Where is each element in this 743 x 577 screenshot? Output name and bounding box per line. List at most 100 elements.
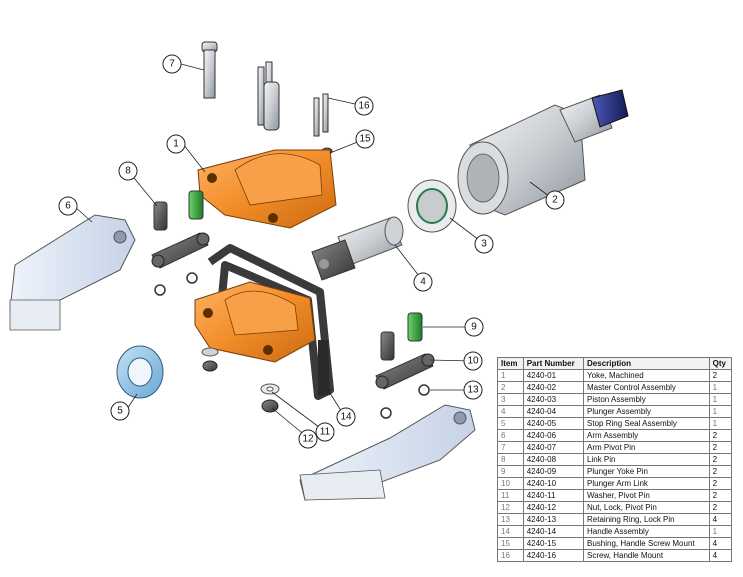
row-item: 8 — [497, 453, 524, 466]
plunger-assembly — [311, 216, 404, 281]
row-item: 16 — [497, 549, 524, 562]
svg-text:14: 14 — [340, 412, 352, 423]
plunger-yoke-pin-upper — [188, 190, 204, 220]
row-description: Handle Assembly — [583, 525, 710, 538]
washer-nut-left — [201, 347, 219, 372]
row-item: 6 — [497, 429, 524, 442]
row-description: Retaining Ring, Lock Pin — [583, 513, 710, 526]
row-description: Plunger Yoke Pin — [583, 465, 710, 478]
row-description: Plunger Assembly — [583, 405, 710, 418]
lock-nut — [261, 399, 279, 413]
row-item: 15 — [497, 537, 524, 550]
row-qty: 4 — [708, 549, 733, 562]
callout-12: 12 — [298, 429, 318, 449]
row-qty: 1 — [708, 381, 733, 394]
svg-text:2: 2 — [552, 195, 558, 206]
row-part-number: 4240-03 — [522, 393, 585, 406]
arm-assembly-left — [9, 214, 136, 331]
row-part-number: 4240-13 — [522, 513, 585, 526]
row-item: 1 — [497, 369, 524, 382]
row-item: 9 — [497, 465, 524, 478]
row-qty: 2 — [708, 441, 733, 454]
callout-5: 5 — [110, 401, 130, 421]
svg-text:6: 6 — [65, 201, 71, 212]
row-qty: 2 — [708, 429, 733, 442]
row-qty: 2 — [708, 453, 733, 466]
row-part-number: 4240-01 — [522, 369, 585, 382]
handle-mount-screws — [257, 61, 329, 137]
callout-16: 16 — [354, 96, 374, 116]
row-qty: 2 — [708, 501, 733, 514]
svg-text:16: 16 — [358, 101, 370, 112]
svg-text:10: 10 — [467, 356, 479, 367]
callout-6: 6 — [58, 196, 78, 216]
row-item: 14 — [497, 525, 524, 538]
header-part-number: Part Number — [522, 357, 585, 370]
svg-text:3: 3 — [481, 239, 487, 250]
yoke-lower — [194, 281, 316, 363]
row-qty: 2 — [708, 465, 733, 478]
row-part-number: 4240-14 — [522, 525, 585, 538]
callout-8: 8 — [118, 161, 138, 181]
row-part-number: 4240-02 — [522, 381, 585, 394]
svg-text:11: 11 — [320, 427, 331, 438]
row-description: Piston Assembly — [583, 393, 710, 406]
row-part-number: 4240-15 — [522, 537, 585, 550]
yoke-upper — [197, 149, 337, 229]
row-part-number: 4240-04 — [522, 405, 585, 418]
row-description: Washer, Pivot Pin — [583, 489, 710, 502]
row-part-number: 4240-05 — [522, 417, 585, 430]
row-description: Arm Assembly — [583, 429, 710, 442]
row-qty: 1 — [708, 417, 733, 430]
parts-list-header: Item Part Number Description Qty — [497, 357, 733, 370]
svg-text:7: 7 — [169, 59, 175, 70]
svg-text:1: 1 — [173, 139, 179, 150]
handle-assembly — [207, 244, 334, 400]
row-description: Link Pin — [583, 453, 710, 466]
callout-10: 10 — [463, 351, 483, 371]
row-part-number: 4240-10 — [522, 477, 585, 490]
row-part-number: 4240-09 — [522, 465, 585, 478]
master-control-assembly — [457, 89, 629, 216]
row-description: Nut, Lock, Pivot Pin — [583, 501, 710, 514]
row-item: 2 — [497, 381, 524, 394]
svg-text:8: 8 — [125, 166, 131, 177]
retaining-rings-lower — [380, 384, 430, 419]
row-part-number: 4240-07 — [522, 441, 585, 454]
callout-15: 15 — [355, 129, 375, 149]
row-item: 11 — [497, 489, 524, 502]
retaining-rings-upper — [154, 272, 198, 296]
arm-assembly-right — [299, 404, 476, 501]
row-item: 12 — [497, 501, 524, 514]
row-qty: 1 — [708, 525, 733, 538]
row-description: Bushing, Handle Screw Mount — [583, 537, 710, 550]
svg-text:12: 12 — [302, 434, 314, 445]
row-description: Arm Pivot Pin — [583, 441, 710, 454]
svg-text:4: 4 — [420, 277, 426, 288]
row-qty: 2 — [708, 369, 733, 382]
callout-11: 11 — [315, 422, 335, 442]
row-qty: 4 — [708, 513, 733, 526]
row-qty: 4 — [708, 537, 733, 550]
row-description: Stop Ring Seal Assembly — [583, 417, 710, 430]
plunger-yoke-pin — [407, 312, 423, 342]
row-description: Plunger Arm Link — [583, 477, 710, 490]
link-pin — [153, 201, 168, 231]
row-part-number: 4240-16 — [522, 549, 585, 562]
row-item: 10 — [497, 477, 524, 490]
row-description: Screw, Handle Mount — [583, 549, 710, 562]
row-qty: 2 — [708, 489, 733, 502]
header-qty: Qty — [708, 357, 733, 370]
